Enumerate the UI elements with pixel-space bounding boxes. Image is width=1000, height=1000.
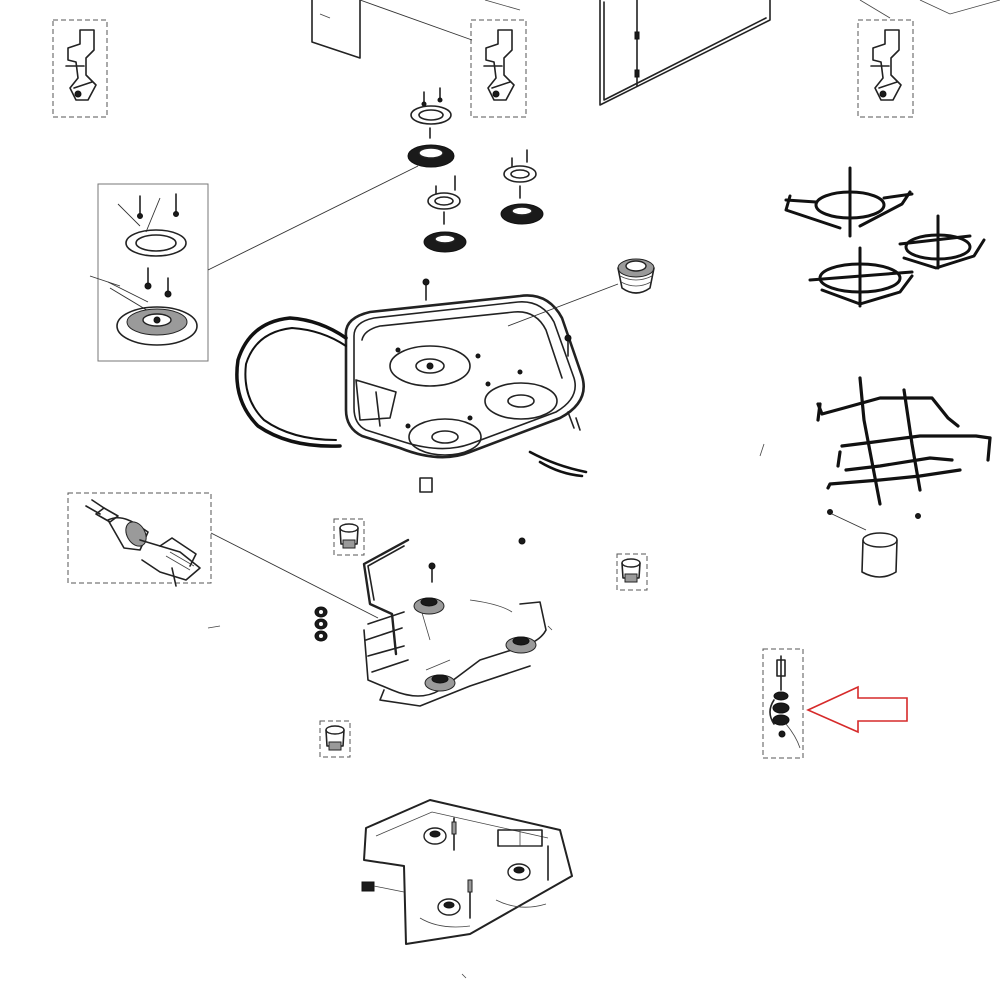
- nuts-stack: [314, 606, 328, 642]
- top-panel-fragment: [311, 0, 521, 59]
- burner-cap-large: [407, 87, 455, 168]
- injector-1: [333, 518, 365, 556]
- dash-marks: [207, 625, 553, 631]
- injector-3: [319, 720, 351, 758]
- burner-cap-small-1: [423, 175, 467, 253]
- leader-knob-to-tray: [507, 283, 619, 327]
- burner-base-2: [505, 636, 537, 654]
- bottom-panel: [361, 799, 573, 945]
- glass-lid-panel: [599, 0, 1000, 106]
- pan-support-small-2: [808, 246, 914, 308]
- burner-detail-box: [89, 183, 209, 362]
- pan-support-large: [784, 166, 914, 238]
- gas-valve-detail-box: [67, 492, 212, 587]
- grid-pan-support: [816, 376, 992, 519]
- burner-base-1: [413, 597, 445, 615]
- screw-small: [518, 537, 526, 545]
- highlight-arrow-icon: [806, 685, 908, 734]
- hinge-clip-right: [857, 19, 914, 118]
- pan-support-small-1: [898, 214, 986, 270]
- knob-top: [617, 258, 655, 294]
- hinge-clip-center: [470, 19, 527, 118]
- burner-base-3: [424, 674, 456, 692]
- injector-2: [616, 553, 648, 591]
- hob-seal-gasket: [235, 316, 588, 478]
- edge-mark: [759, 443, 765, 457]
- burner-cap-small-2: [500, 149, 544, 225]
- leader-detail-to-burner: [207, 165, 419, 271]
- leader-valve-to-manifold: [210, 532, 379, 619]
- stray-mark: [461, 973, 467, 979]
- rubber-foot: [831, 513, 898, 578]
- hob-tray: [344, 278, 585, 493]
- hinge-clip-left: [52, 19, 108, 118]
- thermocouple-detail-box: [762, 648, 804, 759]
